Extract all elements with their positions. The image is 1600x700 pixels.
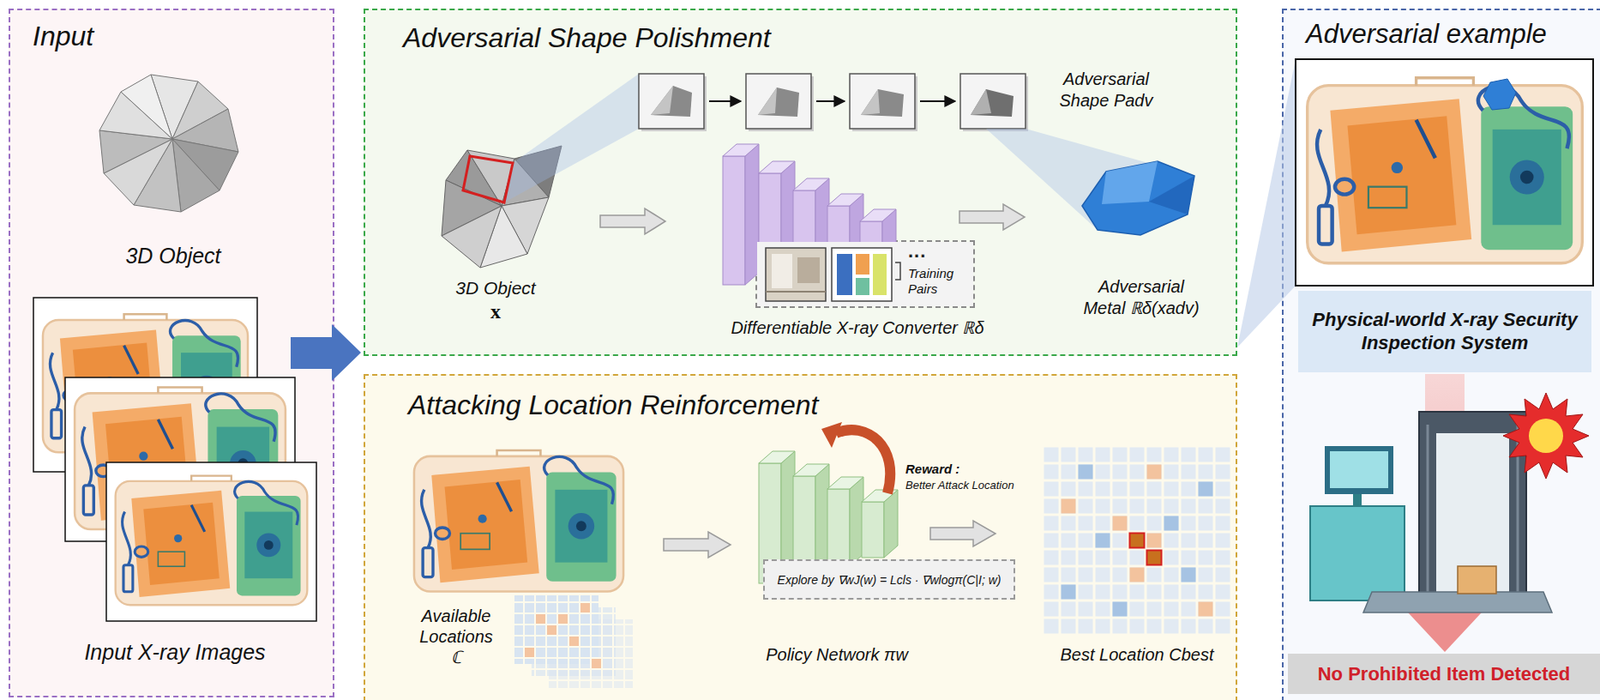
result-banner: No Prohibited Item Detected [1287, 653, 1600, 694]
adversarial-metal [1082, 161, 1195, 235]
best-location-grid [1042, 445, 1232, 635]
policy-network [758, 451, 898, 584]
result-text: No Prohibited Item Detected [1317, 662, 1571, 686]
location-grid [514, 595, 633, 688]
panel-title: Adversarial example [1305, 18, 1578, 50]
training-thumbnail [765, 247, 826, 301]
label-slot: Reward : [905, 461, 1009, 476]
xray-image [414, 450, 624, 591]
reward-note: Better Attack Location [905, 478, 1043, 492]
figure-label: Adversarial Shape Padv [1041, 68, 1171, 112]
label-slot: Better Attack Location [905, 478, 1043, 492]
figure-label: Differentiable X-ray Converter ℝδ [685, 315, 1029, 339]
explosion-icon [1503, 392, 1589, 479]
reward-label: Reward : [905, 461, 1009, 476]
system-label-box: Physical-world X-ray Security Inspection… [1298, 290, 1592, 373]
reward-arrow [821, 421, 891, 494]
label-slot: Available Locations ℂ [413, 605, 500, 668]
system-name: Physical-world X-ray Security Inspection… [1305, 308, 1585, 355]
adversarial-xray [1295, 59, 1594, 286]
figure-label: Best Location Cbest [1025, 644, 1249, 665]
figure-label: 3D Object [427, 277, 565, 299]
figure-label: Adversarial Metal ℝδ(xadv) [1076, 276, 1206, 319]
figure-label: Policy Network πw [725, 644, 949, 665]
panel-title: Attacking Location Reinforcement [408, 389, 1193, 422]
label-slot: Adversarial Shape Padv [1041, 68, 1171, 112]
training-pairs-ground [757, 241, 974, 307]
label-slot: x [478, 300, 513, 324]
label-slot: Best Location Cbest [1025, 644, 1249, 665]
figure-label: Available Locations ℂ [413, 605, 500, 668]
panel-title: Input [32, 20, 311, 53]
zoom-band [1237, 59, 1296, 348]
inspection-machine [1310, 411, 1552, 613]
label-slot: Policy Network πw [725, 644, 949, 665]
label-slot: 3D Object [427, 277, 565, 299]
xray-card [106, 462, 317, 621]
formula-box: Explore by ∇wJ(w) = Lcls · ∇wlogπ(C|I; w… [763, 559, 1016, 600]
figure-label: Input X-ray Images [46, 639, 304, 665]
flow-block-arrow [290, 324, 361, 381]
highlight-face [463, 156, 513, 203]
zoom-cone [504, 73, 639, 203]
ellipsis: ... [908, 241, 969, 261]
label-slot: Differentiable X-ray Converter ℝδ [685, 315, 1029, 339]
icosahedron [99, 74, 239, 212]
box-caption: Training Pairs [908, 265, 969, 297]
formula: Explore by ∇wJ(w) = Lcls · ∇wlogπ(C|I; w… [777, 572, 1002, 587]
label-slot: Input X-ray Images [46, 639, 304, 665]
label-slot: 3D Object [78, 243, 268, 269]
label-slot: Adversarial Metal ℝδ(xadv) [1076, 276, 1206, 319]
figure-label: 3D Object [78, 243, 268, 269]
symbol-label: x [478, 300, 513, 324]
panel-title: Adversarial Shape Polishment [403, 22, 1198, 55]
shape-sequence [638, 73, 1029, 132]
training-thumbnail [831, 247, 901, 301]
